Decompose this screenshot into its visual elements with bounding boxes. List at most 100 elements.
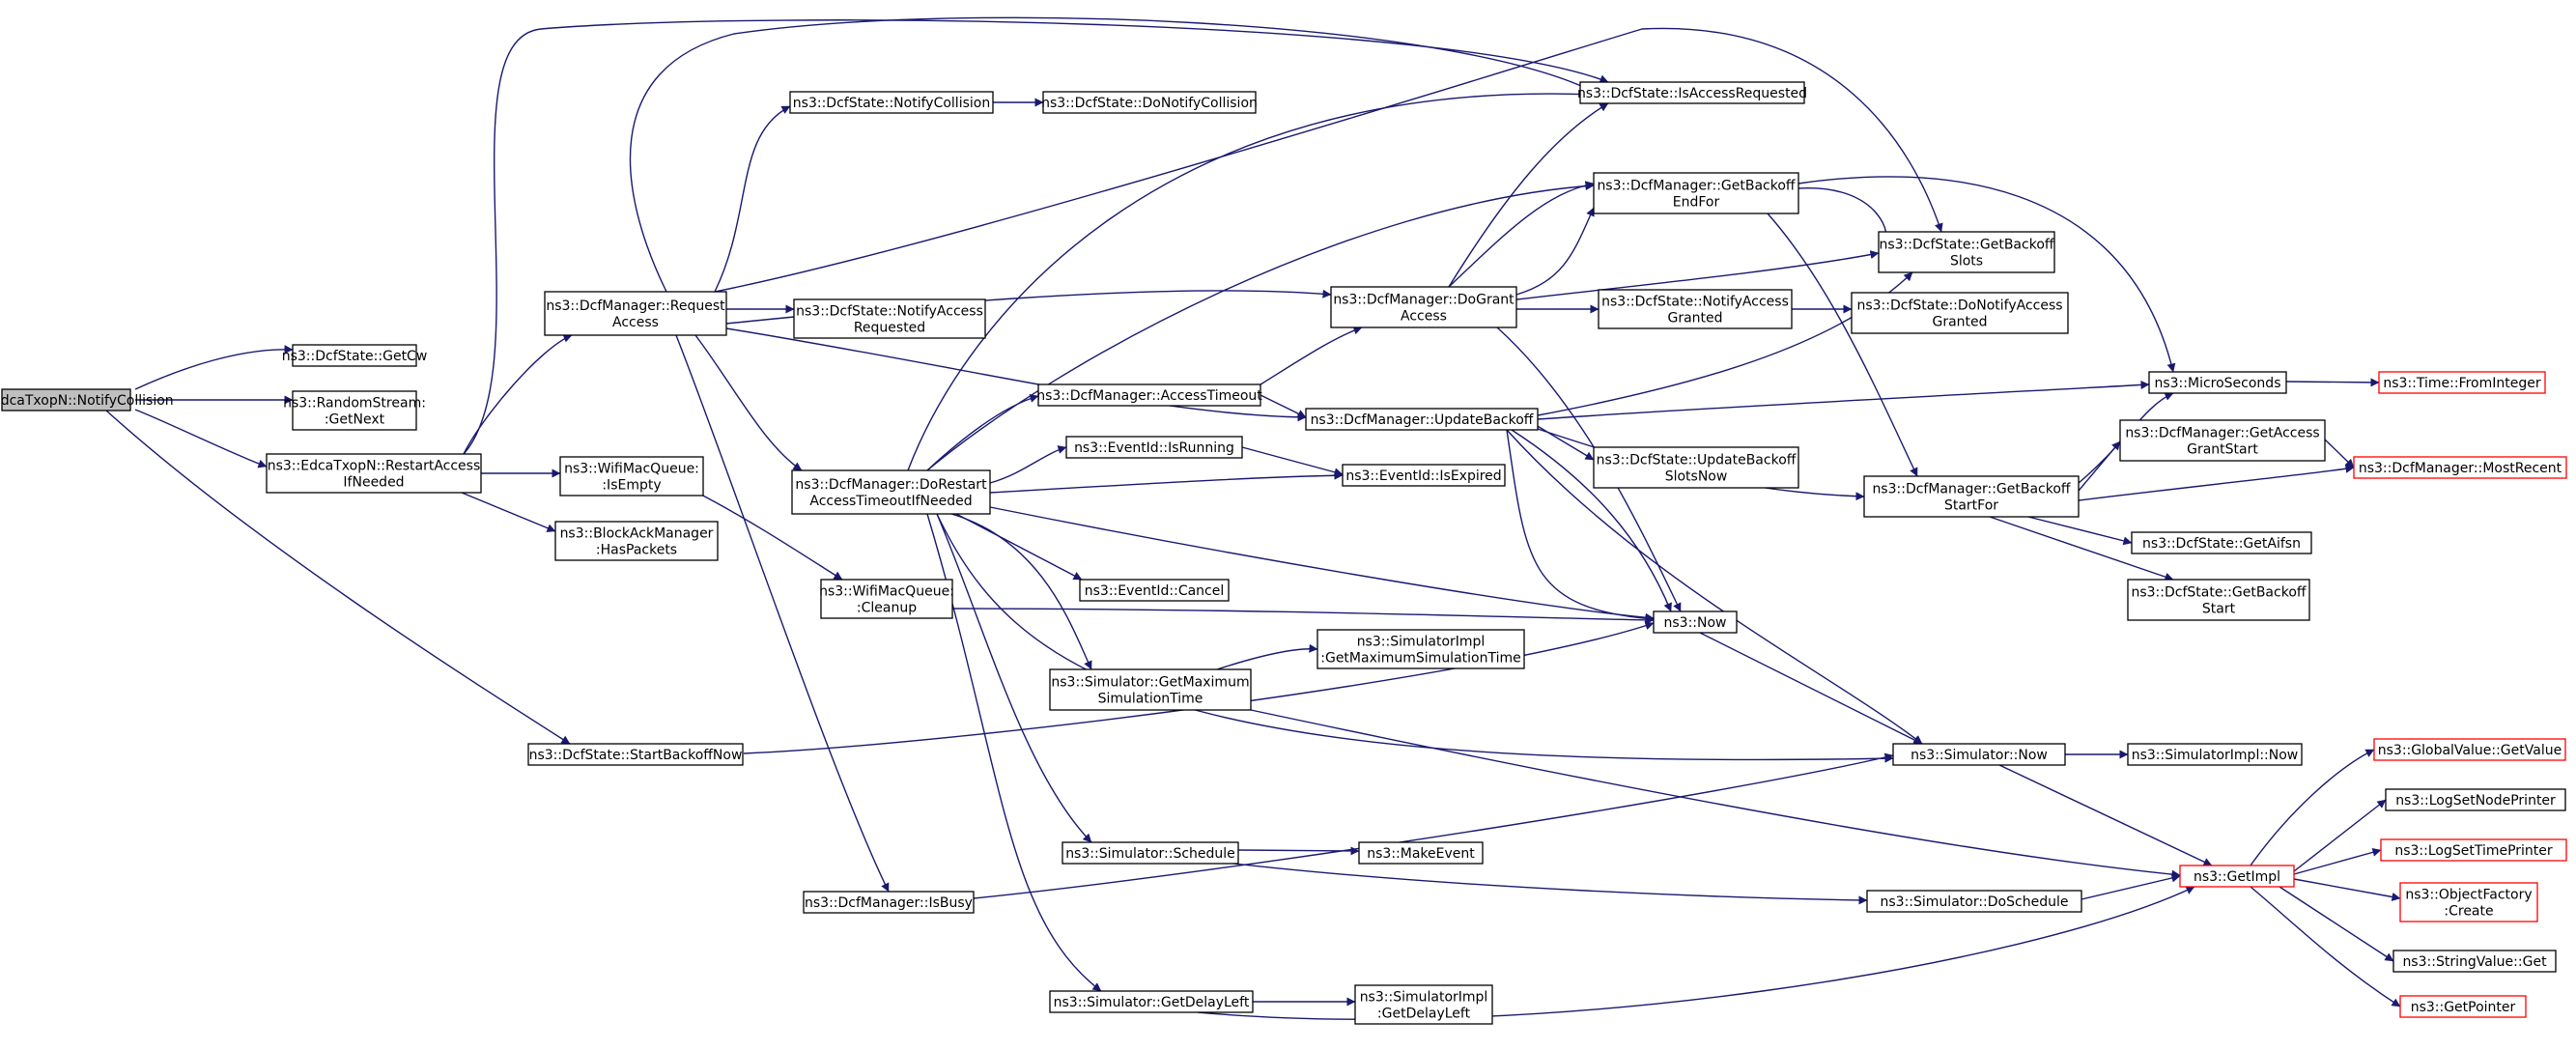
node-logtimeprinter[interactable]: ns3::LogSetTimePrinter: [2380, 838, 2567, 862]
node-box: [2385, 788, 2566, 811]
node-box: [789, 91, 994, 114]
call-edge: [907, 90, 1595, 471]
node-simgetmax[interactable]: ns3::Simulator::GetMaximumSimulationTime: [1049, 668, 1252, 711]
node-getaifsn[interactable]: ns3::DcfState::GetAifsn: [2131, 531, 2312, 554]
node-label: ns3::Simulator::GetMaximum: [1051, 675, 1249, 691]
node-simdoschedule[interactable]: ns3::Simulator::DoSchedule: [1866, 890, 2082, 913]
node-label: ns3::DcfState::GetAifsn: [2142, 536, 2301, 552]
call-edge: [1699, 632, 1923, 745]
node-label: ns3::DcfState::NotifyAccess: [1601, 295, 1789, 310]
call-edge: [2027, 516, 2133, 546]
node-box: [820, 579, 953, 619]
node-box: [527, 743, 744, 766]
call-edge: [951, 608, 1655, 625]
node-label: ns3::EventId::IsRunning: [1074, 440, 1234, 456]
node-getimpl[interactable]: ns3::GetImpl: [2179, 865, 2295, 888]
node-label: ns3::BlockAckManager: [560, 526, 714, 542]
call-edge: [1216, 643, 1318, 670]
call-edge: [1511, 429, 1672, 612]
node-box: [1, 388, 131, 411]
call-edge: [989, 445, 1067, 484]
node-label: StartFor: [1944, 498, 1998, 514]
node-mostrecent[interactable]: ns3::DcfManager::MostRecent: [2353, 456, 2567, 479]
node-box: [1316, 629, 1525, 669]
node-label: ns3::MicroSeconds: [2154, 376, 2280, 391]
node-isbusy[interactable]: ns3::DcfManager::IsBusy: [803, 891, 975, 914]
node-box: [803, 891, 975, 914]
node-simgetdelay[interactable]: ns3::Simulator::GetDelayLeft: [1049, 990, 1254, 1013]
node-label: ns3::Simulator::Schedule: [1065, 846, 1235, 862]
call-edge: [2078, 440, 2121, 492]
node-objfactory[interactable]: ns3::ObjectFactory:Create: [2399, 882, 2538, 922]
call-edge: [2324, 439, 2355, 468]
node-getcw[interactable]: ns3::DcfState::GetCw: [282, 344, 428, 367]
node-hasPackets[interactable]: ns3::BlockAckManager:HasPackets: [554, 521, 719, 561]
node-simschedule[interactable]: ns3::Simulator::Schedule: [1062, 841, 1239, 865]
node-label: ns3::LogSetTimePrinter: [2394, 843, 2553, 859]
node-root[interactable]: ns3::EdcaTxopN::NotifyCollision: [0, 388, 174, 411]
node-microseconds[interactable]: ns3::MicroSeconds: [2148, 371, 2287, 394]
call-edge: [2293, 878, 2401, 901]
node-notifycollision[interactable]: ns3::DcfState::NotifyCollision: [789, 91, 994, 114]
node-wmqisempty[interactable]: ns3::WifiMacQueue::IsEmpty: [559, 456, 704, 497]
node-box: [292, 344, 417, 367]
node-label: ns3::DcfManager::MostRecent: [2359, 461, 2562, 476]
node-box: [1049, 668, 1252, 711]
node-eventcancel[interactable]: ns3::EventId::Cancel: [1079, 579, 1230, 602]
node-box: [559, 456, 704, 497]
node-isaccessrequested[interactable]: ns3::DcfState::IsAccessRequested: [1577, 81, 1807, 104]
call-edge: [675, 334, 890, 893]
node-label: ns3::LogSetNodePrinter: [2395, 793, 2556, 809]
node-now[interactable]: ns3::Now: [1653, 610, 1738, 634]
node-simimplnow[interactable]: ns3::SimulatorImpl::Now: [2127, 743, 2303, 766]
node-startbackoffnow[interactable]: ns3::DcfState::StartBackoffNow: [527, 743, 744, 766]
call-edge: [1798, 176, 2176, 373]
node-donotifycollision[interactable]: ns3::DcfState::DoNotifyCollision: [1041, 91, 1258, 114]
node-box: [2127, 579, 2310, 621]
node-box: [1593, 446, 1799, 489]
node-eventisexpired[interactable]: ns3::EventId::IsExpired: [1342, 464, 1506, 487]
node-wmqcleanup[interactable]: ns3::WifiMacQueue::Cleanup: [819, 579, 954, 619]
node-stringvalueget[interactable]: ns3::StringValue::Get: [2392, 950, 2557, 973]
node-box: [1358, 841, 1484, 865]
node-box: [1065, 436, 1243, 459]
node-makeevent[interactable]: ns3::MakeEvent: [1358, 841, 1484, 865]
node-label: ns3::SimulatorImpl: [1357, 635, 1486, 650]
node-simimplgetmax[interactable]: ns3::SimulatorImpl:GetMaximumSimulationT…: [1316, 629, 1525, 669]
node-label: ns3::MakeEvent: [1367, 846, 1475, 862]
call-edge: [989, 470, 1344, 494]
node-dorestart[interactable]: ns3::DcfManager::DoRestartAccessTimeoutI…: [791, 469, 991, 515]
node-simnow[interactable]: ns3::Simulator::Now: [1892, 743, 2066, 766]
node-getpointer[interactable]: ns3::GetPointer: [2399, 995, 2527, 1018]
node-box: [1653, 610, 1738, 634]
node-gvgetvalue[interactable]: ns3::GlobalValue::GetValue: [2373, 738, 2566, 761]
node-lognodeprinter[interactable]: ns3::LogSetNodePrinter: [2385, 788, 2566, 811]
node-fromint[interactable]: ns3::Time::FromInteger: [2378, 371, 2546, 394]
node-eventisrunning[interactable]: ns3::EventId::IsRunning: [1065, 436, 1243, 459]
node-updatebackoff[interactable]: ns3::DcfManager::UpdateBackoff: [1305, 408, 1539, 431]
node-rsgetnext[interactable]: ns3::RandomStream::GetNext: [283, 390, 426, 431]
node-label: ns3::DcfState::UpdateBackoff: [1597, 453, 1797, 468]
node-accesstimeout[interactable]: ns3::DcfManager::AccessTimeout: [1036, 383, 1262, 407]
node-box: [2380, 838, 2567, 862]
node-box: [1037, 383, 1261, 407]
node-box: [1305, 408, 1539, 431]
node-label: Granted: [1667, 311, 1722, 326]
node-label: :Cleanup: [857, 601, 917, 616]
node-simimplgetdelay[interactable]: ns3::SimulatorImpl:GetDelayLeft: [1354, 984, 1493, 1025]
node-label: ns3::WifiMacQueue:: [564, 462, 699, 477]
node-box: [1342, 464, 1506, 487]
